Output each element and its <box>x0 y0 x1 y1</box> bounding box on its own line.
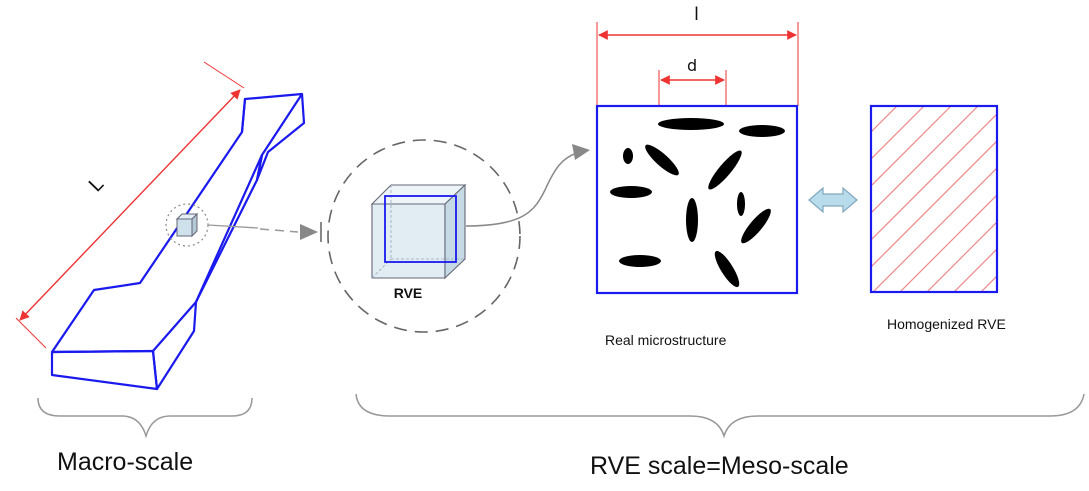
leader-arrowhead <box>300 224 318 240</box>
inclusion <box>741 208 771 244</box>
inclusion <box>623 148 633 164</box>
extension-line <box>15 317 47 349</box>
inclusion <box>739 125 785 137</box>
leader-line-dashed <box>259 228 299 233</box>
specimen-side-edge <box>255 93 306 182</box>
homogenized-hatch <box>871 106 997 292</box>
meso-scale-label: RVE scale=Meso-scale <box>590 452 849 480</box>
inclusion <box>645 144 679 176</box>
rve-cube-icon <box>370 183 467 280</box>
rve-dashed-circle <box>327 139 521 333</box>
inclusion <box>737 192 745 216</box>
inclusion <box>658 118 724 130</box>
meso-brace <box>355 393 1085 439</box>
specimen-front-face <box>50 349 159 391</box>
small-cube-icon <box>175 212 199 238</box>
inclusion <box>714 250 740 288</box>
macro-scale-label: Macro-scale <box>57 448 194 476</box>
extension-line <box>203 61 245 89</box>
leader-line <box>207 224 259 229</box>
dimension-l <box>596 22 799 106</box>
homogenized-caption: Homogenized RVE <box>887 316 1006 332</box>
double-arrow-icon <box>808 186 858 214</box>
specimen-side-edge <box>151 301 198 391</box>
inclusion <box>708 150 742 190</box>
inclusion <box>686 198 698 242</box>
homogenized-box <box>869 104 999 294</box>
microstructure-caption: Real microstructure <box>605 332 727 348</box>
specimen <box>50 92 306 391</box>
length-dimension-line <box>19 89 241 321</box>
inclusions <box>610 118 785 288</box>
specimen-edge <box>240 98 247 133</box>
curved-arrow <box>465 152 578 227</box>
macro-brace <box>37 397 253 439</box>
inner-dimension-label: d <box>687 56 698 75</box>
inclusion <box>610 186 652 198</box>
outer-dimension-label: l <box>694 4 700 25</box>
rve-cube-label: RVE <box>394 285 423 301</box>
inclusion <box>619 255 661 267</box>
rve-slice-square <box>384 195 457 263</box>
curved-arrowhead <box>572 144 590 160</box>
